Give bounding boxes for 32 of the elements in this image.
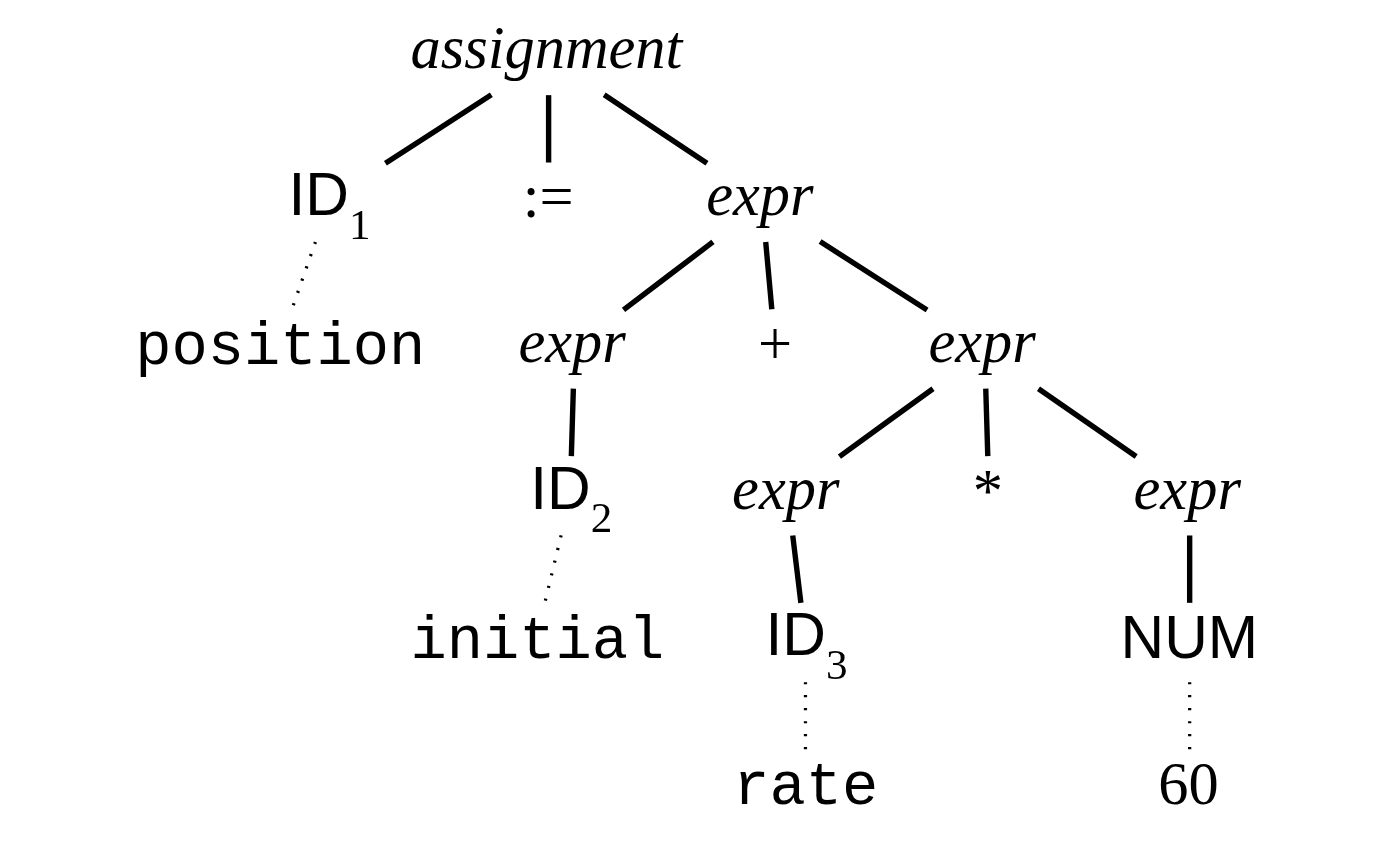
connector — [803, 682, 807, 750]
node-text: ID$_{2}$ — [529, 453, 612, 542]
connector — [982, 388, 990, 457]
node-text: 60 — [1157, 750, 1219, 818]
node-text: ID$_{3}$ — [765, 600, 848, 688]
connector — [789, 535, 804, 604]
connector — [1187, 682, 1191, 750]
connector — [837, 386, 935, 459]
node-text: NUM — [1120, 602, 1258, 671]
connector — [545, 95, 551, 163]
connector — [1186, 535, 1192, 603]
connector — [621, 239, 715, 312]
connector — [602, 92, 708, 166]
node-text: expr — [1133, 454, 1241, 522]
node-text: rate — [732, 754, 878, 823]
node-text: initial — [409, 607, 664, 676]
node-text: ID$_{1}$ — [288, 160, 371, 248]
node-text: assignment — [409, 14, 682, 82]
connector — [762, 241, 774, 310]
node-text: expr — [517, 307, 626, 375]
node-text: expr — [927, 307, 1036, 375]
connector — [1036, 386, 1138, 459]
node-text: := — [522, 163, 574, 231]
node-text: position — [134, 314, 425, 383]
node-text: expr — [731, 454, 839, 522]
node-text: * — [972, 456, 1003, 524]
node-text: expr — [705, 161, 814, 229]
connector — [568, 388, 576, 457]
connector — [383, 92, 493, 166]
node-text: + — [757, 310, 792, 378]
connector — [818, 239, 929, 313]
connector — [542, 535, 563, 604]
